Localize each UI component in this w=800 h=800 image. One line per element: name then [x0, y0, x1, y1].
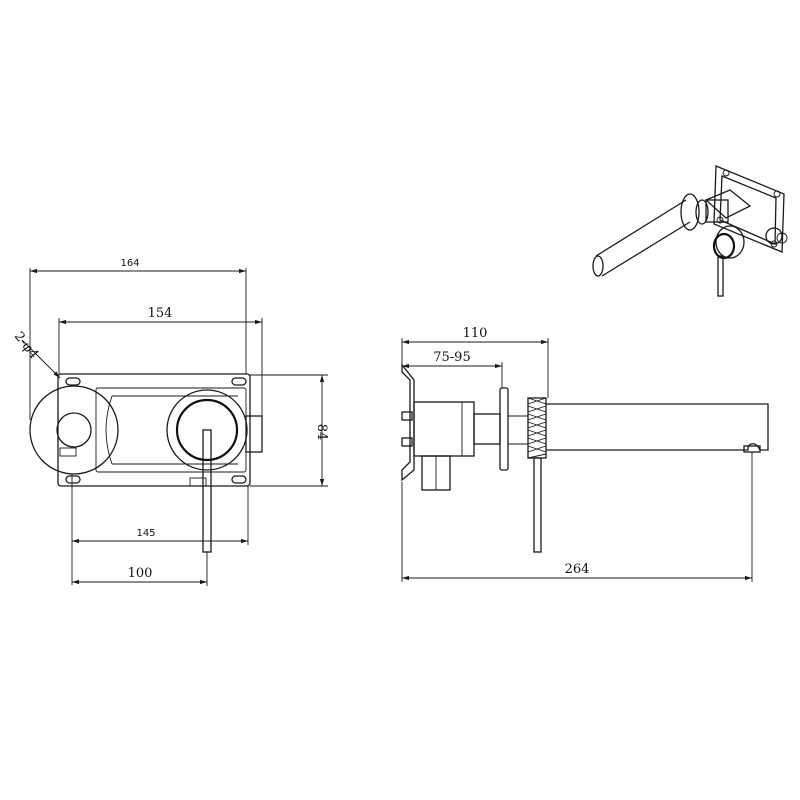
tab: [189, 477, 207, 487]
iso-hole: [722, 169, 730, 177]
mixer-flange: [166, 389, 248, 471]
mixer-lever: [202, 429, 212, 553]
iso-body-top: [704, 189, 752, 219]
spout-outlet: [56, 412, 92, 448]
spout-flange: [29, 385, 119, 475]
mounting-slot: [231, 377, 247, 386]
iso-rough-in-frame: [713, 165, 785, 253]
iso-lever: [717, 255, 724, 297]
isometric-view: [592, 165, 788, 297]
dim-label-145: 145: [136, 528, 155, 539]
iso-side-port: [765, 227, 783, 245]
dim-label-hole: 2-φ4: [11, 329, 41, 362]
hole-leader: [21, 339, 61, 379]
mounting-plate: [57, 373, 251, 487]
dim-label-84: 84: [314, 424, 329, 441]
dim-label-75-95: 75-95: [433, 350, 470, 365]
dim-label-100: 100: [128, 566, 153, 581]
side-block: [245, 415, 263, 453]
front-view: [29, 373, 263, 553]
iso-handle-cap: [712, 232, 736, 260]
iso-hole: [773, 190, 781, 198]
bracket-tab: [401, 437, 413, 447]
bracket-tab: [401, 411, 413, 421]
mixer-handle-cap: [175, 398, 239, 462]
iso-spout-collar: [695, 199, 709, 225]
outlet-tab: [59, 447, 77, 457]
iso-mixer-flange: [715, 225, 745, 259]
iso-side-port-inner: [776, 232, 788, 244]
iso-spout-tip: [592, 255, 604, 277]
dim-label-110: 110: [463, 326, 488, 341]
side-view: [401, 363, 769, 553]
mounting-slot: [231, 475, 247, 484]
iso-spout: [595, 199, 691, 277]
spout-side: [546, 403, 769, 451]
dim-label-164: 164: [120, 258, 139, 269]
mounting-slot: [65, 475, 81, 484]
dim-label-264: 264: [565, 562, 590, 577]
wall-flange-side: [499, 387, 509, 471]
lever-side: [533, 457, 542, 553]
iso-hole: [716, 216, 724, 224]
valve-sleeve: [473, 413, 501, 445]
knurl-pattern: [527, 397, 547, 459]
valve-body-side: [413, 401, 475, 457]
iso-body-block: [705, 199, 729, 223]
wall-bracket: [401, 363, 415, 482]
side-dimensions: 110 75-95 264: [401, 326, 753, 582]
mounting-slot: [65, 377, 81, 386]
body-curve: [105, 395, 113, 465]
dim-label-154: 154: [148, 306, 173, 321]
iso-spout-flange: [680, 193, 700, 231]
